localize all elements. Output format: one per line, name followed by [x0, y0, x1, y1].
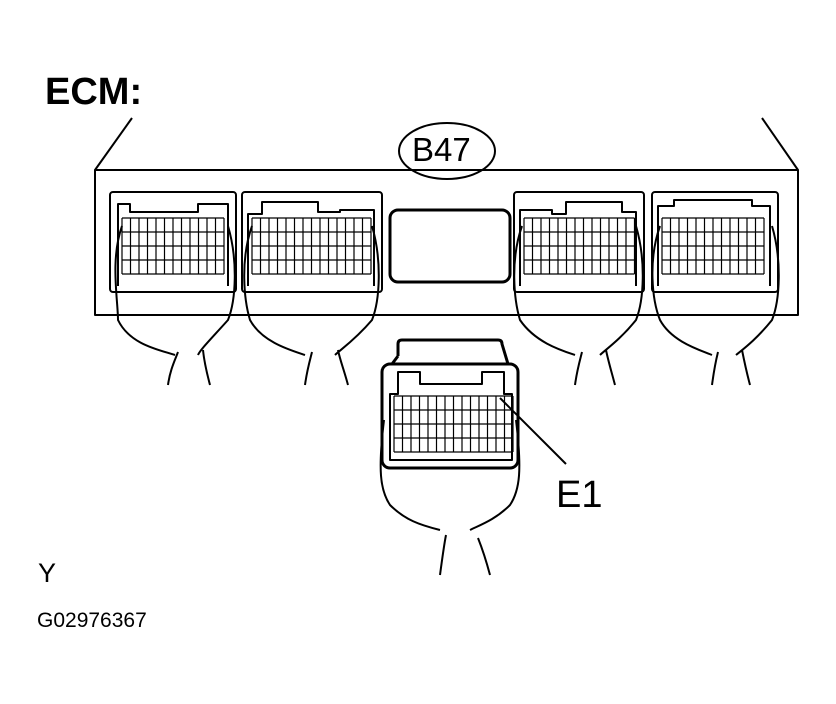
ecm-title: ECM: — [45, 71, 143, 113]
harness-connector — [379, 338, 521, 576]
view-label: Y — [38, 558, 57, 588]
connector-label: B47 — [412, 131, 471, 168]
ecm-connector-2 — [241, 191, 383, 386]
connector-label-ellipse — [398, 122, 496, 180]
figure-code: G02976367 — [37, 609, 147, 632]
ecm-connector-3 — [513, 191, 645, 386]
ecm-connector-1 — [109, 191, 237, 386]
ecm-connector-4 — [651, 191, 780, 386]
pin-label: E1 — [556, 474, 603, 516]
ecm-center-window — [388, 208, 512, 284]
pin-leader-line — [499, 397, 567, 465]
ecm-body — [94, 117, 799, 316]
